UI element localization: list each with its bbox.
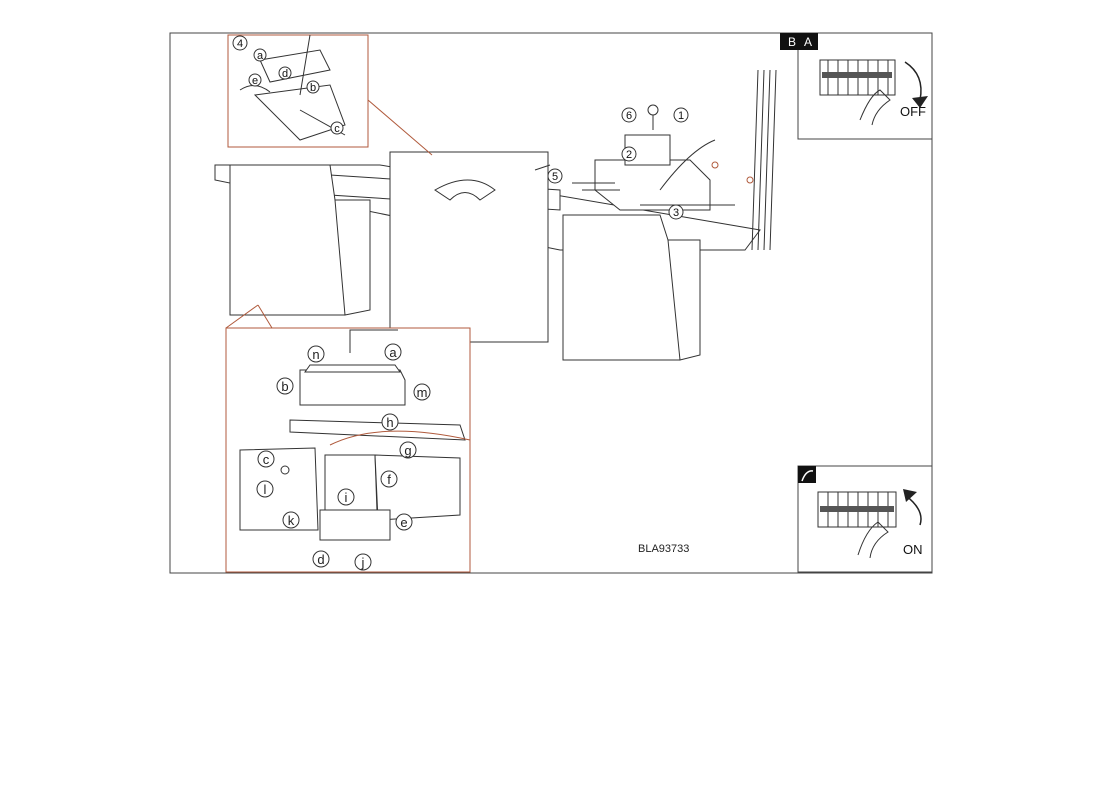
corner-badge-a: A [804, 35, 812, 49]
step-label-6: 6 [626, 110, 632, 122]
sub-step-k: k [282, 511, 300, 529]
svg-text:d: d [282, 68, 288, 80]
sub-step-d-top: d [278, 66, 292, 80]
sub-step-h: h [381, 413, 399, 431]
svg-text:a: a [257, 50, 264, 62]
sub-step-n: n [307, 345, 325, 363]
sub-step-c-top: c [330, 121, 344, 135]
step-marker-2: 2 [621, 146, 637, 162]
sub-step-e: e [395, 513, 413, 531]
svg-text:j: j [361, 555, 365, 570]
off-label: OFF [900, 104, 926, 119]
step-marker-4: 4 [232, 35, 248, 51]
reference-code: BLA93733 [638, 543, 689, 555]
svg-text:d: d [317, 552, 324, 567]
svg-text:n: n [312, 347, 319, 362]
on-label: ON [903, 542, 923, 557]
step-label-3: 3 [673, 207, 679, 219]
shade-assembly-inset [225, 304, 471, 573]
sub-step-c: c [257, 450, 275, 468]
svg-text:b: b [281, 379, 288, 394]
svg-text:a: a [389, 345, 397, 360]
breaker-strip-icon-on [817, 491, 897, 559]
svg-text:e: e [252, 75, 258, 87]
breaker-strip-icon [819, 59, 896, 126]
step-marker-3: 3 [668, 204, 684, 220]
sub-step-l: l [256, 480, 274, 498]
svg-text:e: e [400, 515, 407, 530]
on-badge-icon [801, 470, 814, 482]
step-label-1: 1 [678, 110, 684, 122]
step-marker-1: 1 [673, 107, 689, 123]
step-marker-5: 5 [547, 168, 563, 184]
step-label-2: 2 [626, 149, 632, 161]
sub-step-i: i [337, 488, 355, 506]
corner-badge [780, 33, 818, 50]
svg-text:l: l [264, 482, 267, 497]
sub-step-b-top: b [306, 80, 320, 94]
sub-step-a-top: a [253, 48, 267, 62]
svg-text:g: g [404, 443, 411, 458]
svg-text:f: f [387, 472, 391, 487]
svg-text:m: m [417, 385, 428, 400]
off-arrow-icon [904, 61, 922, 101]
sub-step-b: b [276, 377, 294, 395]
main-fixture-drawing [214, 69, 777, 361]
step-marker-6: 6 [621, 107, 637, 123]
sub-step-j: j [354, 553, 372, 571]
svg-text:c: c [263, 452, 270, 467]
breaker-on-panel: ON [797, 465, 933, 573]
sub-step-m: m [413, 383, 431, 401]
sub-step-g: g [399, 441, 417, 459]
sub-step-a: a [384, 343, 402, 361]
breaker-off-panel: B A OFF [780, 32, 933, 140]
svg-text:h: h [386, 415, 393, 430]
sub-step-d: d [312, 550, 330, 568]
svg-text:b: b [310, 82, 316, 94]
sub-step-f: f [380, 470, 398, 488]
sub-step-e-top: e [248, 73, 262, 87]
step-label-4: 4 [237, 38, 243, 50]
svg-text:c: c [334, 123, 340, 135]
corner-badge-b: B [788, 35, 796, 49]
sub-step-markers: a d e b c n a b m h g c f l i k e d j [248, 48, 431, 571]
svg-text:k: k [288, 513, 295, 528]
step-label-5: 5 [552, 171, 558, 183]
svg-text:i: i [345, 490, 348, 505]
step-markers: 4 6 1 2 3 5 [232, 35, 689, 220]
wiring-detail-inset [227, 34, 433, 156]
